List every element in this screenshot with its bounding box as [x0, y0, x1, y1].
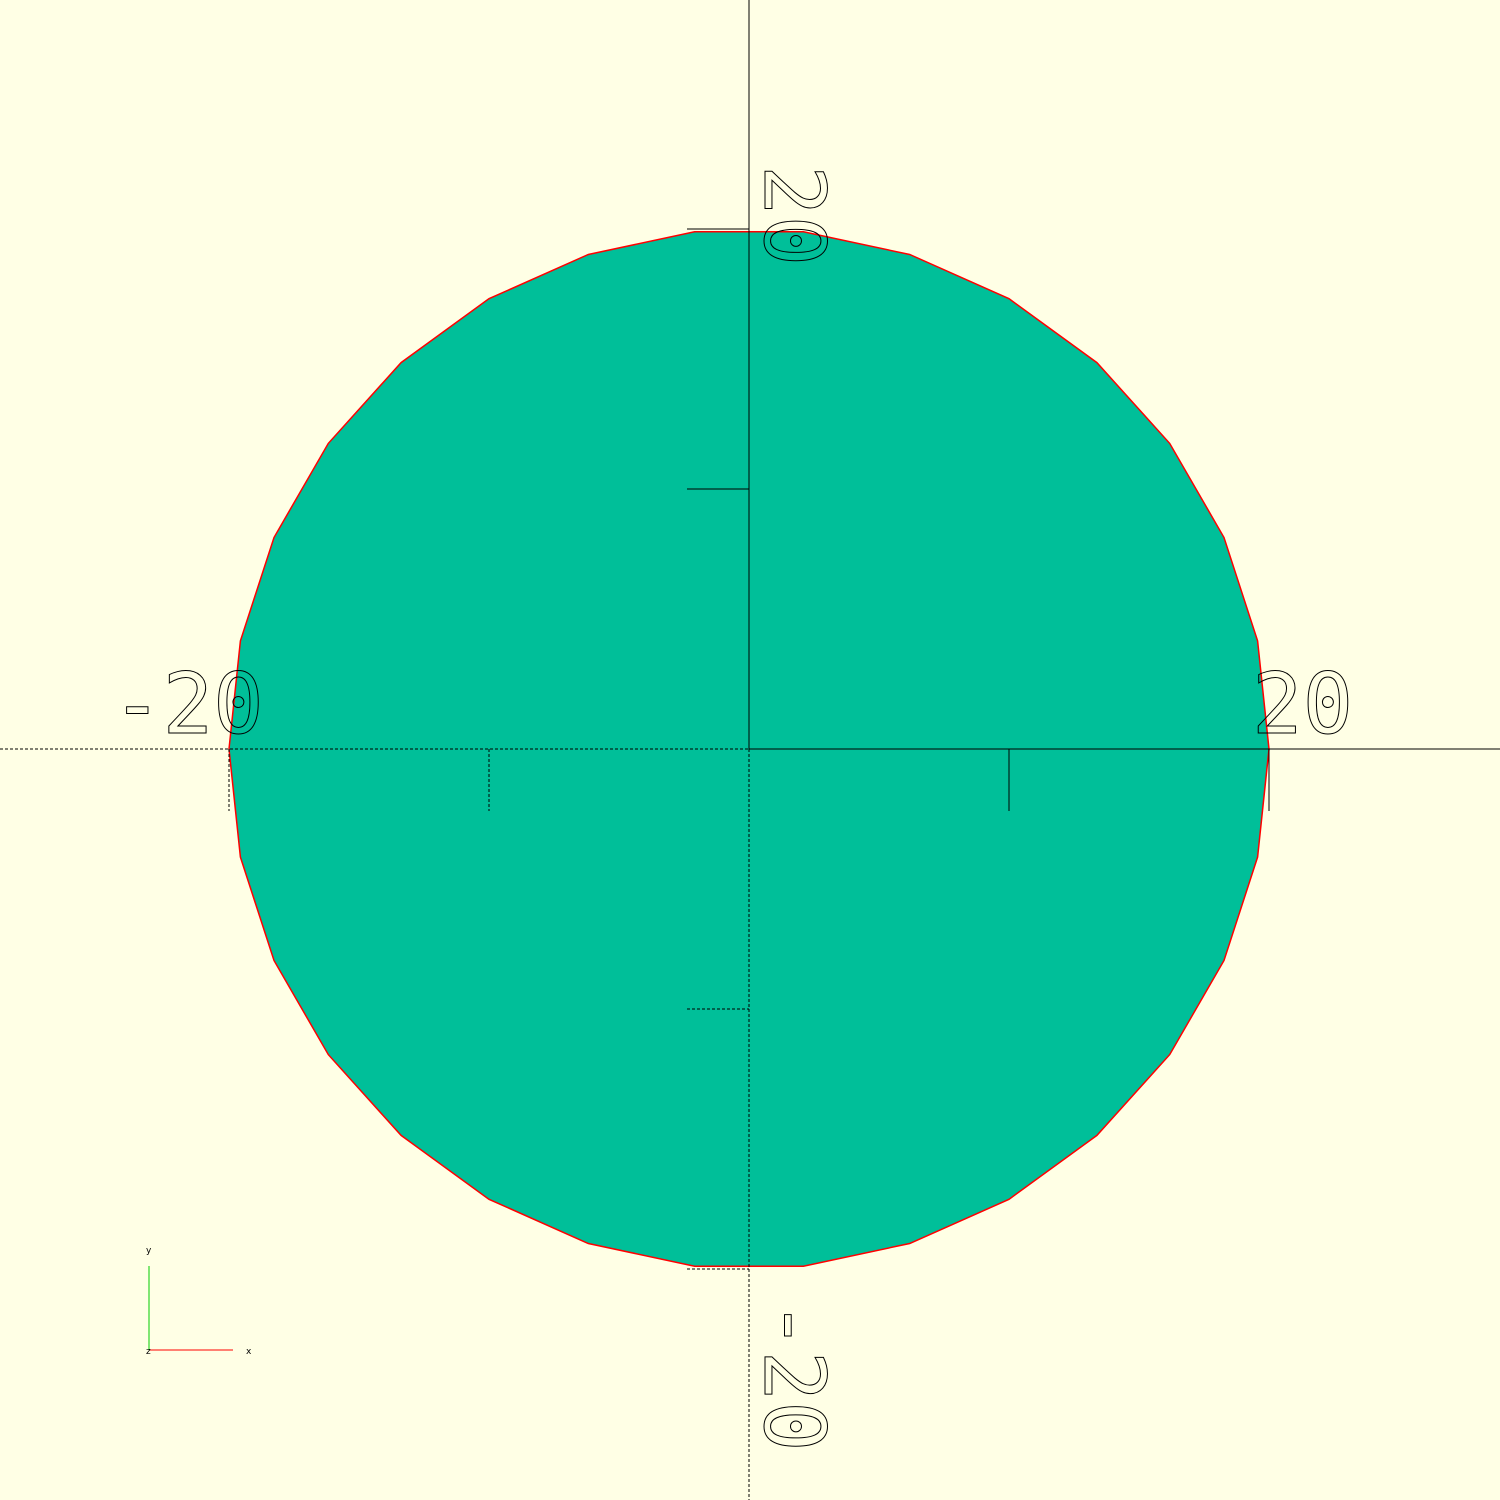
- axis-labels-layer: 20 20 -20 -20: [112, 165, 1354, 1453]
- gizmo-z-label: z: [146, 1347, 151, 1357]
- gizmo-x-label: x: [246, 1347, 252, 1357]
- axis-label-x-right: 20: [1252, 655, 1353, 753]
- axis-label-x-left: -20: [112, 655, 264, 753]
- axis-label-y-top: 20: [745, 165, 843, 266]
- axes-gizmo: x y z: [146, 1246, 252, 1357]
- axis-label-y-bottom: -20: [745, 1300, 843, 1452]
- gizmo-y-label: y: [146, 1246, 152, 1256]
